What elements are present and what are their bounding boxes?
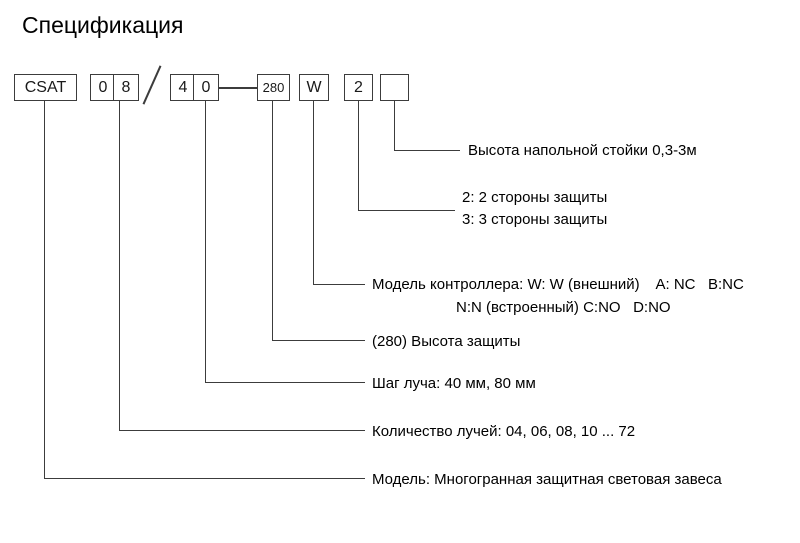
code-box-height: 280	[257, 74, 290, 101]
connector-vline-sides	[358, 101, 359, 210]
label-beam-pitch-line: Шаг луча: 40 мм, 80 мм	[372, 375, 536, 392]
connector-vline-controller	[313, 101, 314, 284]
label-beam-pitch: Шаг луча: 40 мм, 80 мм	[372, 373, 536, 394]
connector-hline-sides	[358, 210, 455, 211]
connector-vline-stand	[394, 101, 395, 150]
code-box-stand	[380, 74, 409, 101]
connector-hline-height	[272, 340, 365, 341]
label-protection-height: (280) Высота защиты	[372, 331, 520, 352]
page-title: Спецификация	[22, 12, 184, 38]
connector-vline-model	[44, 101, 45, 478]
label-protection-height-line: (280) Высота защиты	[372, 333, 521, 350]
connector-hline-stand	[394, 150, 460, 151]
label-controller-model-line-2: N:N (встроенный) C:NO D:NO	[456, 299, 671, 316]
code-box-controller: W	[299, 74, 329, 101]
connector-vline-beam-count	[119, 101, 120, 430]
connector-hline-controller	[313, 284, 365, 285]
label-controller-model: Модель контроллера: W: W (внешний) A: NC…	[372, 273, 744, 319]
connector-hline-model	[44, 478, 365, 479]
label-model-description: Модель: Многогранная защитная световая з…	[372, 469, 722, 490]
code-box-digit-4: 0	[193, 74, 219, 101]
label-protection-sides: 2: 2 стороны защиты 3: 3 стороны защиты	[462, 187, 607, 231]
connector-vline-height	[272, 101, 273, 340]
code-box-digit-2: 8	[113, 74, 139, 101]
connector-vline-beam-pitch	[205, 101, 206, 382]
label-stand-height: Высота напольной стойки 0,3-3м	[468, 140, 697, 161]
label-controller-model-line-1: Модель контроллера: W: W (внешний) A: NC…	[372, 276, 744, 293]
dash-connector	[218, 87, 257, 89]
label-beam-count: Количество лучей: 04, 06, 08, 10 ... 72	[372, 421, 635, 442]
connector-hline-beam-count	[119, 430, 365, 431]
code-box-digit-1: 0	[90, 74, 116, 101]
slash-separator	[142, 65, 162, 105]
label-model-description-line: Модель: Многогранная защитная световая з…	[372, 471, 722, 488]
label-beam-count-line: Количество лучей: 04, 06, 08, 10 ... 72	[372, 423, 636, 440]
connector-hline-beam-pitch	[205, 382, 365, 383]
label-protection-sides-line-2: 3: 3 стороны защиты	[462, 211, 608, 228]
label-stand-height-line: Высота напольной стойки 0,3-3м	[468, 142, 697, 159]
label-protection-sides-line-1: 2: 2 стороны защиты	[462, 189, 608, 206]
code-box-model: CSAT	[14, 74, 77, 101]
code-box-digit-3: 4	[170, 74, 196, 101]
code-box-sides: 2	[344, 74, 373, 101]
